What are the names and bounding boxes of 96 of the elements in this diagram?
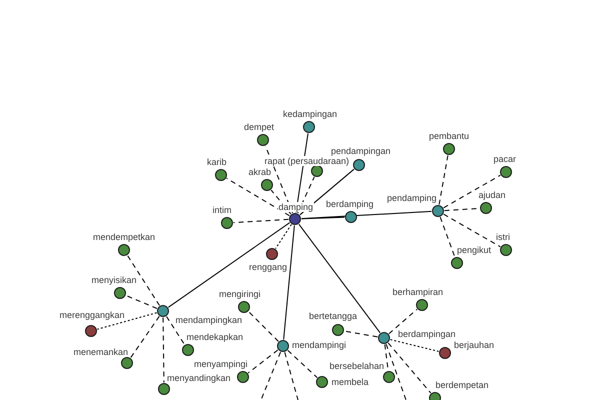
dashed-connector <box>270 190 292 214</box>
word-node <box>353 159 365 171</box>
node-label: menyampingi <box>193 359 249 369</box>
node-label: istri <box>495 232 511 242</box>
dashed-connector <box>344 330 378 338</box>
node-label: berdamping <box>325 199 375 209</box>
word-node <box>378 332 390 344</box>
word-node <box>121 357 133 369</box>
node-label: pengikut <box>456 245 492 255</box>
node-label: pendamping <box>386 193 438 203</box>
connector-line <box>283 224 295 340</box>
word-node <box>237 371 249 383</box>
word-node <box>215 169 227 181</box>
node-label: bertetangga <box>308 311 358 321</box>
node-label: mendempetkan <box>92 232 156 242</box>
word-node <box>311 165 323 177</box>
word-node <box>443 143 455 155</box>
word-node <box>257 134 269 146</box>
node-label: pembantu <box>428 131 470 141</box>
word-node <box>289 213 301 225</box>
word-node <box>277 340 289 352</box>
dashed-connector <box>440 216 456 258</box>
connector-line <box>168 222 290 308</box>
word-node <box>158 383 170 395</box>
dashed-connector <box>166 316 185 346</box>
node-label: menemankan <box>72 347 130 357</box>
word-node <box>451 257 463 269</box>
node-label: ajudan <box>478 190 507 200</box>
node-label: intim <box>212 205 233 215</box>
node-label: mendekapkan <box>186 332 244 342</box>
connector-line <box>301 216 345 220</box>
node-label: mendampingkan <box>174 315 244 325</box>
word-node <box>221 217 233 229</box>
word-node <box>303 121 315 133</box>
node-label: damping <box>278 202 314 212</box>
node-label: berdampingan <box>397 329 457 339</box>
dashed-connector <box>248 311 279 342</box>
word-node <box>383 371 395 383</box>
word-node <box>266 248 278 260</box>
dashed-connector <box>275 224 292 250</box>
word-node <box>500 166 512 178</box>
word-node <box>182 344 194 356</box>
word-node <box>416 299 428 311</box>
dashed-connector <box>287 350 318 378</box>
word-node <box>118 244 130 256</box>
node-label: karib <box>206 157 228 167</box>
dashed-connector <box>443 174 501 208</box>
connector-line <box>298 224 381 334</box>
word-node <box>480 202 492 214</box>
node-label: bersebelahan <box>328 361 386 371</box>
connector-line <box>301 210 432 220</box>
node-label: kedampingan <box>282 109 338 119</box>
dashed-connector <box>130 316 160 358</box>
word-node <box>85 325 97 337</box>
word-node <box>316 376 328 388</box>
node-label: mendampingi <box>291 340 348 350</box>
dashed-connector <box>226 178 290 216</box>
word-node <box>500 244 512 256</box>
node-label: menyisikan <box>90 275 138 285</box>
dashed-connector <box>162 317 164 383</box>
node-label: dempet <box>243 122 276 132</box>
node-label: merenggangkan <box>58 310 126 320</box>
word-node <box>432 205 444 217</box>
dashed-connector <box>248 349 278 374</box>
node-label: pendampingan <box>330 146 392 156</box>
node-label: berjauhan <box>453 340 496 350</box>
dashed-connector <box>390 339 440 352</box>
dashed-connector <box>388 342 432 394</box>
word-node <box>345 211 357 223</box>
dashed-connector <box>260 352 282 400</box>
node-label: berdempetan <box>434 380 490 390</box>
word-node <box>332 324 344 336</box>
dashed-connector <box>264 146 294 214</box>
dashed-connector <box>127 254 160 306</box>
node-label: menyandingkan <box>166 373 232 383</box>
word-node <box>114 287 126 299</box>
word-node <box>261 179 273 191</box>
node-label: rapat (persaudaraan) <box>264 156 350 166</box>
node-label: pacar <box>492 154 518 164</box>
dashed-connector <box>388 308 418 334</box>
dashed-connector <box>386 344 406 400</box>
word-node <box>157 305 169 317</box>
dashed-connector <box>297 176 315 214</box>
node-label: renggang <box>248 262 288 272</box>
word-node <box>238 301 250 313</box>
node-label: mengiringi <box>218 289 262 299</box>
dashed-connector <box>438 154 448 206</box>
dashed-connector <box>96 312 158 330</box>
dashed-connector <box>284 352 298 400</box>
node-label: berhampiran <box>392 287 444 297</box>
dashed-connector <box>233 218 289 224</box>
dashed-connector <box>443 214 501 248</box>
dashed-connector <box>126 295 158 309</box>
node-label: akrab <box>248 167 272 177</box>
node-label: membela <box>330 377 370 387</box>
word-node <box>439 347 451 359</box>
